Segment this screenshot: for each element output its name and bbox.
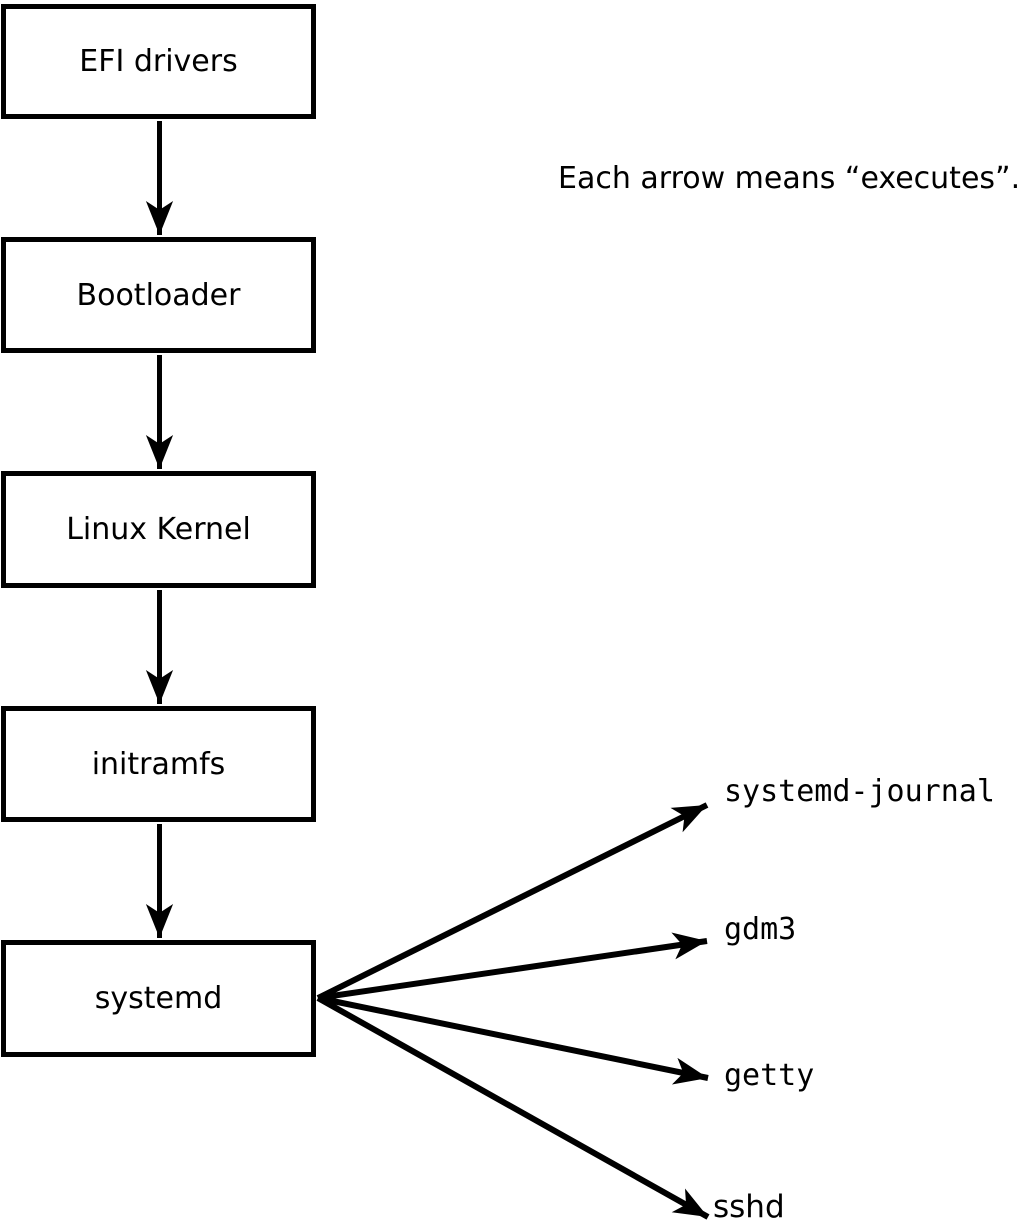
- arrow-systemd-to-sshd-icon: [316, 995, 710, 1220]
- node-efi-drivers: EFI drivers: [1, 4, 316, 119]
- arrow-systemd-to-gdm3-icon: [317, 932, 708, 1001]
- arrow-systemd-to-getty-icon: [317, 995, 709, 1085]
- node-efi-drivers-label: EFI drivers: [79, 44, 238, 79]
- fanout-label-getty: getty: [724, 1058, 815, 1093]
- node-initramfs-label: initramfs: [91, 746, 226, 782]
- node-bootloader: Bootloader: [1, 237, 316, 353]
- diagram-caption: Each arrow means “executes”.: [558, 161, 1021, 196]
- fanout-label-gdm3: gdm3: [724, 912, 797, 947]
- arrow-systemd-to-journal-icon: [316, 802, 709, 1001]
- fanout-label-sshd: sshd: [713, 1189, 785, 1225]
- node-initramfs: initramfs: [1, 706, 316, 822]
- node-systemd: systemd: [1, 940, 316, 1057]
- node-linux-kernel: Linux Kernel: [1, 471, 316, 588]
- node-linux-kernel-label: Linux Kernel: [66, 512, 251, 547]
- node-bootloader-label: Bootloader: [76, 277, 241, 313]
- node-systemd-label: systemd: [94, 981, 223, 1016]
- fanout-label-systemd-journal: systemd-journal: [724, 774, 995, 809]
